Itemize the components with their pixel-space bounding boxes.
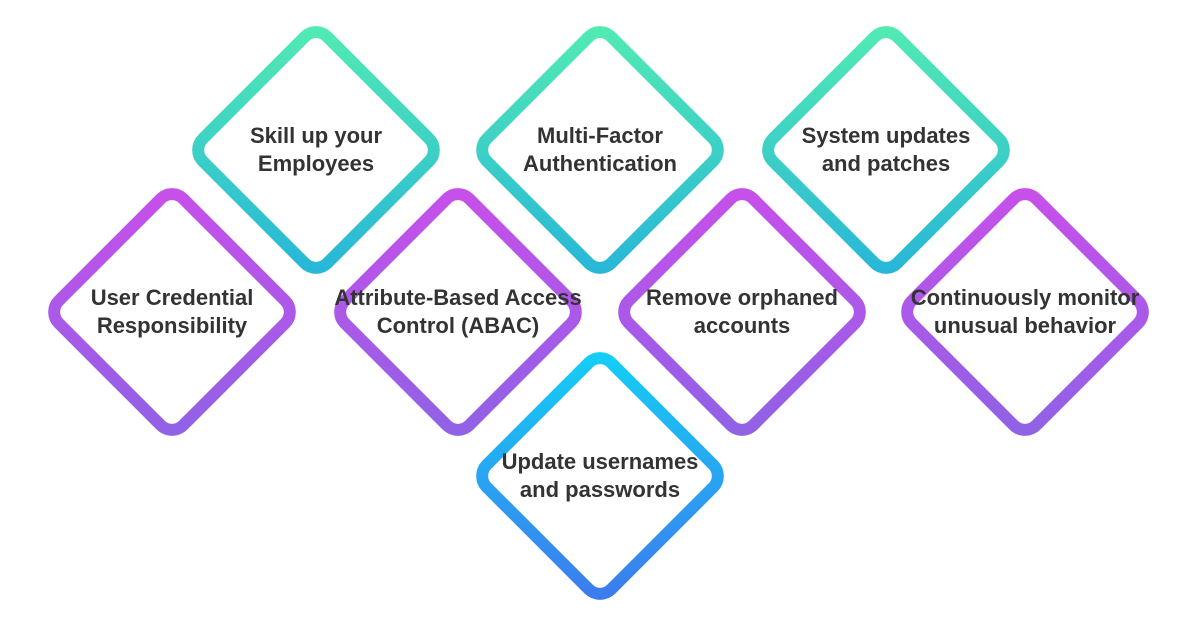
- label-line: and patches: [822, 151, 950, 176]
- label-line: Skill up your: [250, 123, 382, 148]
- label-line: Control (ABAC): [377, 313, 540, 338]
- diamond-monitor: [901, 188, 1149, 436]
- label-line: Employees: [258, 151, 374, 176]
- label-system-updates: System updates and patches: [802, 123, 971, 176]
- label-line: Multi-Factor: [537, 123, 663, 148]
- label-line: unusual behavior: [934, 313, 1117, 338]
- label-line: Responsibility: [97, 313, 248, 338]
- label-line: and passwords: [520, 477, 680, 502]
- label-monitor: Continuously monitor unusual behavior: [911, 285, 1140, 338]
- label-line: Update usernames: [502, 449, 699, 474]
- label-line: System updates: [802, 123, 971, 148]
- label-line: Attribute-Based Access: [334, 285, 581, 310]
- label-line: Authentication: [523, 151, 677, 176]
- diamond-user-credential: [48, 188, 296, 436]
- diamond-system-updates: [762, 26, 1010, 274]
- diamond-abac: [334, 188, 582, 436]
- diamond-mfa: [476, 26, 724, 274]
- label-line: accounts: [694, 313, 791, 338]
- label-remove-orphaned: Remove orphaned accounts: [646, 285, 838, 338]
- label-line: Remove orphaned: [646, 285, 838, 310]
- diamond-update-credentials: [476, 352, 724, 600]
- diamond-shapes: [48, 26, 1149, 600]
- label-update-credentials: Update usernames and passwords: [502, 449, 699, 502]
- label-line: Continuously monitor: [911, 285, 1140, 310]
- diamond-skill-up: [192, 26, 440, 274]
- label-line: User Credential: [91, 285, 254, 310]
- diamond-remove-orphaned: [618, 188, 866, 436]
